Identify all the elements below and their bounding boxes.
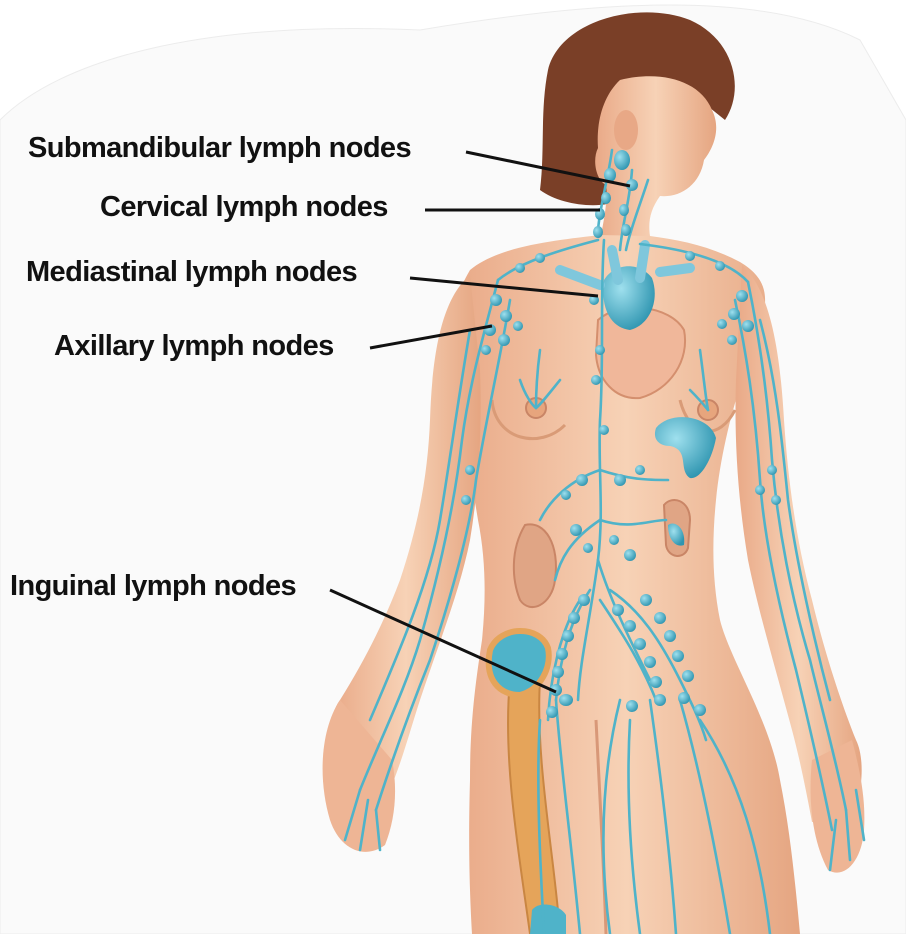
label-submandibular-lymph-nodes: Submandibular lymph nodes <box>28 132 412 164</box>
femur-head <box>485 628 552 699</box>
left-arm <box>330 275 481 800</box>
right-hand <box>810 740 865 873</box>
ear <box>614 110 638 150</box>
peyer-patch <box>668 523 685 546</box>
leader-submandibular <box>465 150 631 188</box>
femur <box>507 679 562 934</box>
leg-gap <box>594 719 608 934</box>
label-axillary-lymph-nodes: Axillary lymph nodes <box>54 330 334 362</box>
label-mediastinal-lymph-nodes: Mediastinal lymph nodes <box>26 256 358 288</box>
femur-knee <box>530 904 566 934</box>
lymph-nodes <box>461 150 781 718</box>
appendix <box>512 523 557 609</box>
left-breast <box>490 399 567 441</box>
leader-lines <box>329 150 631 694</box>
label-inguinal-lymph-nodes: Inguinal lymph nodes <box>10 570 297 602</box>
leader-inguinal <box>329 588 557 694</box>
leader-axillary <box>369 324 493 350</box>
label-cervical-lymph-nodes: Cervical lymph nodes <box>100 191 388 223</box>
spleen <box>654 417 716 479</box>
lymph-vessels <box>343 148 866 934</box>
leader-mediastinal <box>409 276 599 298</box>
great-vessels <box>555 240 695 290</box>
